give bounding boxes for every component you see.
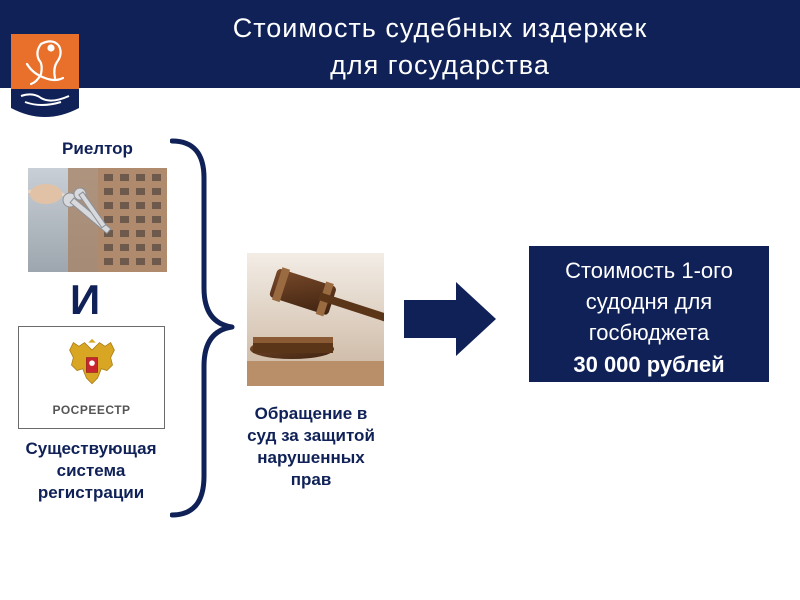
- registry-label-line-2: система: [56, 461, 126, 480]
- title-line-2: для государства: [330, 50, 550, 80]
- court-label-line-1: Обращение в: [254, 404, 368, 423]
- russian-eagle-emblem-icon: [69, 338, 115, 385]
- owl-logo-icon: [11, 34, 79, 117]
- title-line-1: Стоимость судебных издержек: [232, 13, 648, 43]
- realtor-label: Риелтор: [62, 139, 133, 158]
- result-box: Стоимость 1-ого судодня для госбюджета 3…: [529, 246, 769, 382]
- court-label-line-3: нарушенных: [257, 448, 365, 467]
- result-line-1: Стоимость 1-ого: [565, 258, 733, 283]
- court-label: Обращение в суд за защитой нарушенных пр…: [222, 403, 400, 491]
- registry-label-line-3: регистрации: [37, 483, 145, 502]
- registry-label: Существующая система регистрации: [0, 438, 182, 504]
- rosreestr-logo: РОСРЕЕСТР: [18, 326, 165, 429]
- title-bar: Стоимость судебных издержек для государс…: [0, 0, 800, 88]
- slide-title: Стоимость судебных издержек для государс…: [120, 10, 760, 84]
- rosreestr-logo-text: РОСРЕЕСТР: [52, 403, 131, 417]
- curly-brace: [170, 138, 235, 518]
- result-line-2: судодня для: [585, 289, 713, 314]
- court-label-line-4: прав: [290, 470, 332, 489]
- result-line-3: госбюджета: [588, 320, 710, 345]
- keys-building-photo: [28, 168, 167, 272]
- registry-label-line-1: Существующая: [25, 439, 157, 458]
- right-arrow-icon: [404, 282, 496, 356]
- conjunction-and: И: [70, 276, 101, 323]
- gavel-photo: [247, 253, 384, 386]
- court-label-line-2: суд за защитой: [247, 426, 375, 445]
- result-amount: 30 000 рублей: [573, 352, 725, 377]
